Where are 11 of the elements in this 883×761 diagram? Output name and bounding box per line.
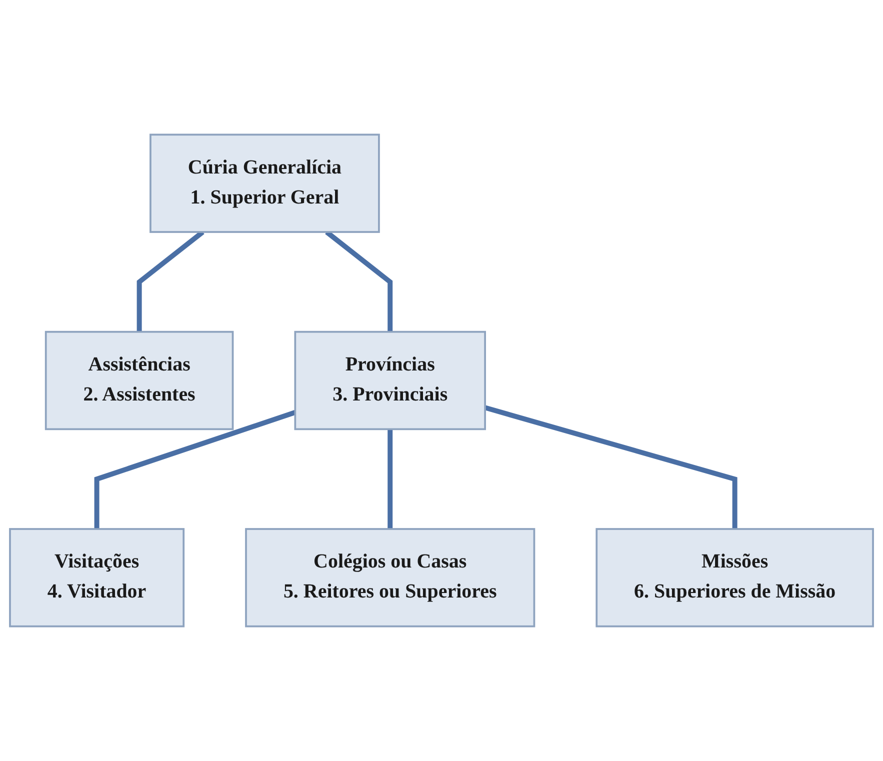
node-box bbox=[9, 528, 185, 628]
connector bbox=[94, 410, 296, 529]
node-box bbox=[596, 528, 874, 628]
connector bbox=[136, 230, 204, 332]
connector bbox=[388, 429, 393, 529]
node-box bbox=[294, 330, 486, 430]
connector bbox=[325, 230, 393, 332]
connector bbox=[484, 405, 738, 529]
node-box bbox=[245, 528, 536, 628]
node-box bbox=[150, 134, 380, 233]
node-box bbox=[44, 330, 234, 430]
